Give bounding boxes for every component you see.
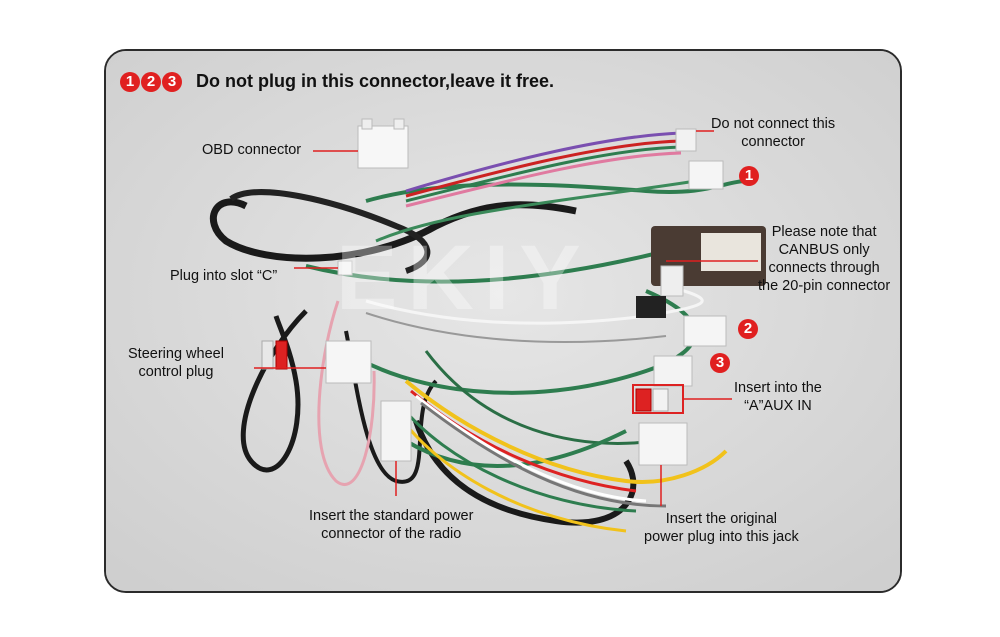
label-slot-c-text: Plug into slot “C” — [170, 268, 278, 284]
label-aux-in: Insert into the “A”AUX IN — [734, 379, 822, 415]
label-aux-line2: “A”AUX IN — [744, 398, 812, 414]
label-obd-text: OBD connector — [202, 142, 302, 158]
label-canbus-line3: connects through — [768, 260, 880, 276]
label-do-not-connect-line1: Do not connect this — [711, 116, 836, 132]
label-aux-line1: Insert into the — [734, 380, 822, 396]
label-standard-power: Insert the standard power connector of t… — [309, 507, 473, 543]
watermark: EKIY — [336, 227, 591, 329]
diagram-frame: EKIY 1 2 3 Do not plug in this connector… — [104, 49, 902, 593]
header-badge-2: 2 — [141, 71, 161, 92]
label-do-not-connect: Do not connect this connector — [711, 115, 835, 151]
label-std-power-line2: connector of the radio — [321, 526, 462, 542]
marker-2: 2 — [738, 319, 758, 339]
label-orig-power-line1: Insert the original — [665, 511, 777, 527]
header-badge-3: 3 — [162, 71, 182, 92]
label-steering-line2: control plug — [138, 364, 214, 380]
label-orig-power-line2: power plug into this jack — [644, 529, 799, 545]
label-std-power-line1: Insert the standard power — [309, 508, 474, 524]
label-steering-line1: Steering wheel — [128, 346, 224, 362]
label-obd-connector: OBD connector — [202, 141, 301, 159]
label-canbus-line4: the 20-pin connector — [758, 278, 891, 294]
label-slot-c: Plug into slot “C” — [170, 267, 277, 285]
label-canbus-line2: CANBUS only — [778, 242, 870, 258]
header-badge-1: 1 — [120, 71, 140, 92]
label-steering-wheel: Steering wheel control plug — [128, 345, 224, 381]
header: 1 2 3 Do not plug in this connector,leav… — [120, 71, 554, 92]
marker-1: 1 — [739, 166, 759, 186]
label-canbus-line1: Please note that — [771, 224, 877, 240]
label-do-not-connect-line2: connector — [741, 134, 805, 150]
label-original-power: Insert the original power plug into this… — [644, 510, 799, 546]
wiring-harness-photo — [106, 51, 900, 591]
label-canbus-note: Please note that CANBUS only connects th… — [758, 223, 890, 295]
header-title: Do not plug in this connector,leave it f… — [196, 71, 555, 91]
header-badges: 1 2 3 — [120, 71, 182, 92]
marker-3: 3 — [710, 353, 730, 373]
